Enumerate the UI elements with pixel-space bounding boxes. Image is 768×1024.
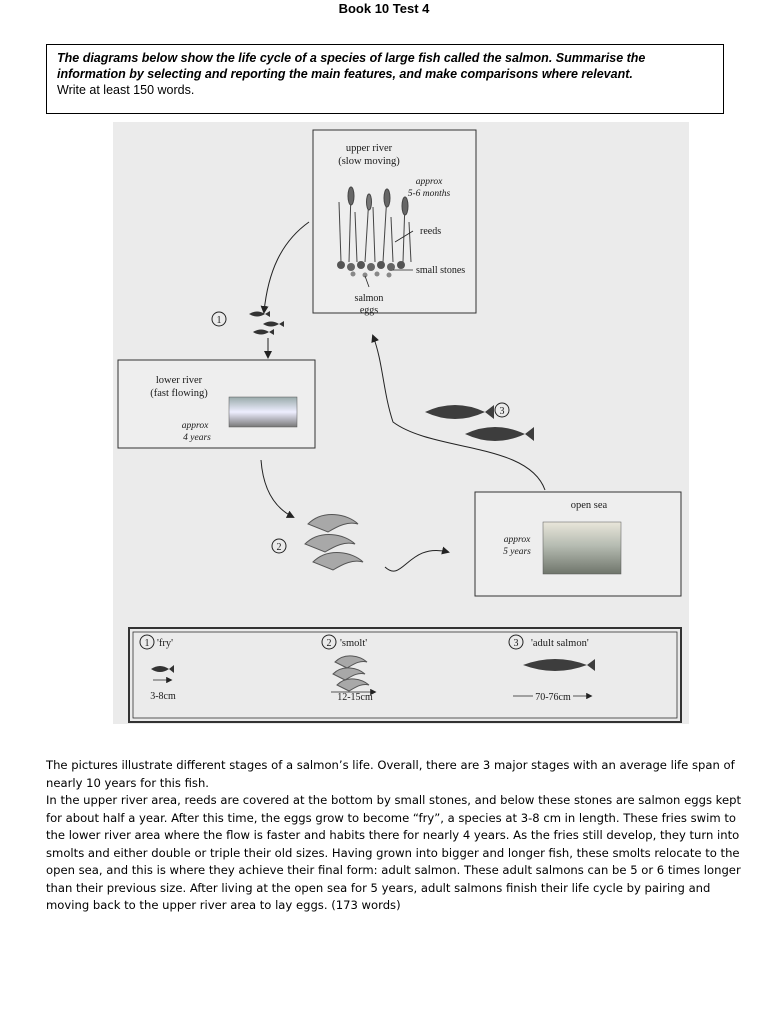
open-sea-duration: 5 years	[503, 547, 531, 557]
legend-number-1: 1	[145, 638, 150, 649]
stage-1-fry: 1	[211, 311, 284, 335]
upper-river-duration: 5-6 months	[408, 189, 451, 199]
stage-2-smolt: 2	[271, 514, 364, 571]
legend-box: 1 'fry' 3-8cm 2 'smolt' 12-15cm 3 'adult…	[128, 627, 682, 723]
lower-river-duration-approx: approx	[182, 421, 209, 431]
stage-1-number: 1	[217, 315, 222, 326]
upper-river-box: upper river (slow moving) approx 5-6 mon…	[312, 129, 477, 316]
arrow-to-smolt	[260, 459, 295, 518]
task-instruction: The diagrams below show the life cycle o…	[57, 51, 646, 81]
arrow-return-to-upper-river	[371, 334, 546, 491]
open-sea-box: open sea approx 5 years	[474, 491, 682, 597]
legend-item-smolt: 2 'smolt' 12-15cm	[321, 634, 377, 703]
essay-paragraph-1: The pictures illustrate different stages…	[46, 758, 735, 790]
legend-size-adult-salmon: 70-76cm	[535, 692, 571, 703]
reeds-illustration	[338, 186, 412, 263]
salmon-eggs-label-2: eggs	[360, 305, 378, 316]
legend-number-3: 3	[514, 638, 519, 649]
lower-river-subtitle: (fast flowing)	[150, 388, 208, 399]
essay-paragraph-2: In the upper river area, reeds are cover…	[46, 793, 742, 912]
lower-river-duration: 4 years	[183, 433, 211, 443]
small-stones-label: small stones	[416, 265, 465, 276]
essay-answer: The pictures illustrate different stages…	[46, 757, 746, 915]
legend-name-fry: 'fry'	[157, 638, 173, 649]
legend-size-smolt: 12-15cm	[337, 692, 373, 703]
arrow-to-open-sea	[384, 546, 450, 572]
legend-item-fry: 1 'fry' 3-8cm	[139, 634, 176, 702]
task-prompt-box: The diagrams below show the life cycle o…	[46, 44, 724, 114]
salmon-eggs-label: salmon	[355, 293, 384, 304]
legend-size-fry: 3-8cm	[150, 691, 176, 702]
lower-river-title: lower river	[156, 375, 203, 386]
waterfall-image	[228, 396, 298, 428]
legend-name-smolt: 'smolt'	[340, 638, 367, 649]
upper-river-duration-approx: approx	[416, 177, 443, 187]
lower-river-box: lower river (fast flowing) approx 4 year…	[117, 359, 316, 449]
stage-2-number: 2	[277, 542, 282, 553]
small-stones-and-eggs	[337, 261, 405, 278]
open-sea-duration-approx: approx	[504, 535, 531, 545]
stage-3-number: 3	[500, 406, 505, 417]
word-requirement: Write at least 150 words.	[57, 83, 195, 97]
upper-river-title: upper river	[346, 143, 393, 154]
open-sea-title: open sea	[571, 500, 608, 511]
open-sea-image	[542, 521, 622, 575]
legend-number-2: 2	[327, 638, 332, 649]
legend-item-adult-salmon: 3 'adult salmon' 70-76cm	[508, 634, 595, 703]
salmon-life-cycle-diagram: upper river (slow moving) approx 5-6 mon…	[113, 122, 689, 724]
stage-3-adult-salmon: 3	[425, 402, 534, 441]
arrow-to-fry	[260, 221, 310, 314]
page-title: Book 10 Test 4	[338, 1, 430, 16]
upper-river-subtitle: (slow moving)	[338, 156, 400, 167]
legend-name-adult-salmon: 'adult salmon'	[531, 638, 589, 649]
reeds-label: reeds	[420, 226, 441, 237]
